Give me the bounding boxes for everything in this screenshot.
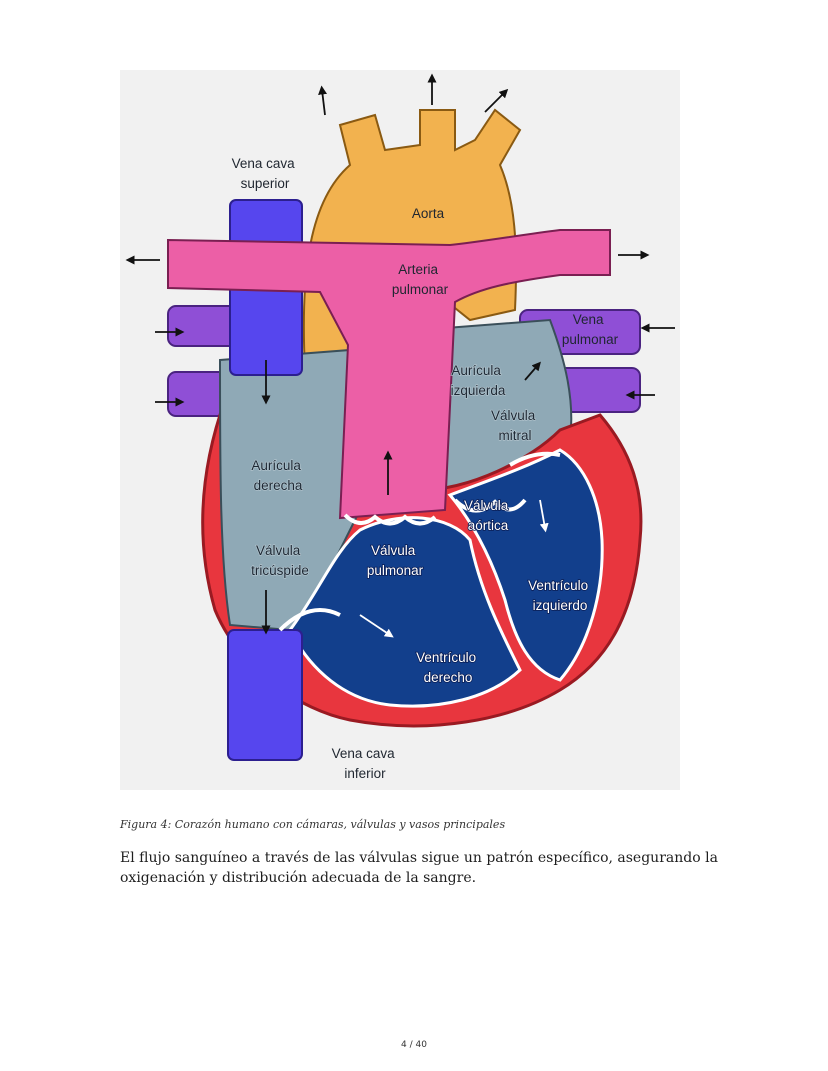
label-vena-pulmonar: Vena pulmonar — [562, 312, 619, 347]
page-number: 4 / 40 — [401, 1040, 427, 1050]
flow-arrows-light — [359, 499, 549, 638]
label-ventriculo-izquierdo: Ventrículo izquierdo — [528, 578, 592, 613]
label-valvula-tricuspide: Válvula tricúspide — [251, 543, 309, 578]
pulmonary-artery — [167, 229, 611, 520]
heart-diagram-svg: Vena cava superior Aorta Arteria pulmona… — [125, 73, 675, 781]
label-ventriculo-derecho: Ventrículo derecho — [416, 650, 480, 685]
heart-diagram: Vena cava superior Aorta Arteria pulmona… — [120, 70, 680, 790]
figure-caption: Figura 4: Corazón humano con cámaras, vá… — [120, 818, 506, 831]
label-vena-cava-superior: Vena cava superior — [232, 156, 299, 191]
right-ventricle — [288, 516, 522, 708]
label-valvula-pulmonar: Válvula pulmonar — [367, 543, 424, 578]
label-valvula-aortica: Válvula aórtica — [464, 498, 512, 533]
inferior-vena-cava — [227, 629, 303, 761]
label-vena-cava-inferior: Vena cava inferior — [332, 746, 399, 781]
label-auricula-derecha: Aurícula derecha — [251, 458, 304, 493]
valves — [278, 451, 561, 632]
label-valvula-mitral: Válvula mitral — [491, 408, 539, 443]
label-arteria-pulmonar: Arteria pulmonar — [392, 262, 449, 297]
label-aorta: Aorta — [412, 206, 445, 221]
body-paragraph: El flujo sanguíneo a través de las válvu… — [120, 850, 718, 886]
flow-arrows — [125, 73, 675, 635]
label-auricula-izquierda: Aurícula izquierda — [451, 363, 506, 398]
